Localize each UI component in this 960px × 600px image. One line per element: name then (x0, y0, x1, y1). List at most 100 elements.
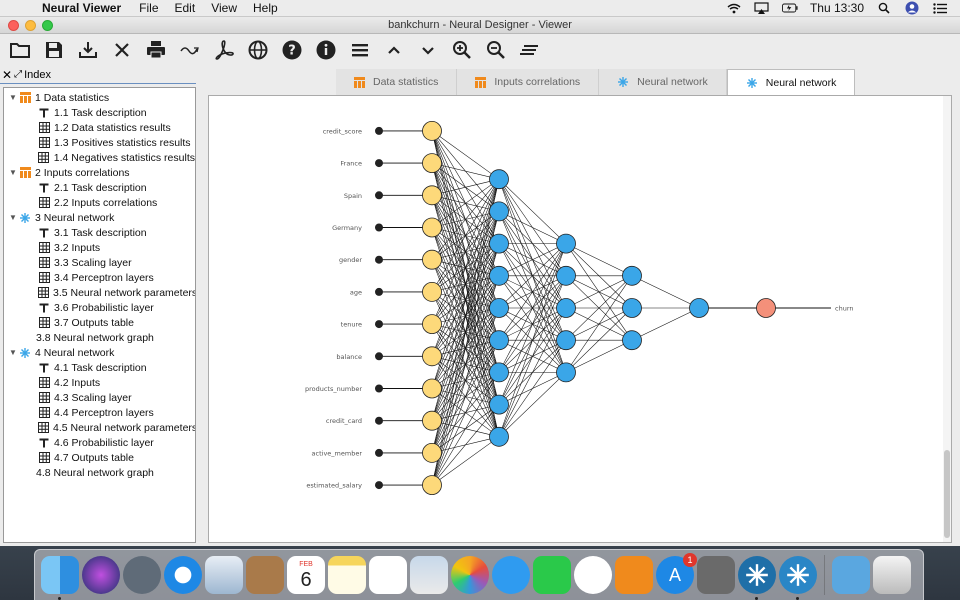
expand-button[interactable] (414, 36, 442, 64)
books-icon[interactable] (615, 556, 653, 594)
perceptron-neuron[interactable] (622, 298, 642, 318)
print-button[interactable] (142, 36, 170, 64)
messages-icon[interactable] (492, 556, 530, 594)
tree-item[interactable]: 3.5 Neural network parameters (4, 285, 195, 300)
scaling-neuron[interactable] (422, 378, 442, 399)
siri-icon[interactable] (82, 556, 120, 594)
perceptron-neuron[interactable] (556, 362, 576, 383)
perceptron-neuron[interactable] (556, 233, 576, 254)
perceptron-neuron[interactable] (622, 265, 642, 286)
neural-viewer-icon[interactable] (779, 556, 817, 600)
tree-item[interactable]: 4.3 Scaling layer (4, 390, 195, 405)
airplay-icon[interactable] (754, 1, 770, 15)
battery-icon[interactable] (781, 1, 798, 15)
scaling-neuron[interactable] (422, 475, 442, 496)
clock[interactable]: Thu 13:30 (809, 1, 864, 15)
info-button[interactable] (312, 36, 340, 64)
perceptron-neuron[interactable] (489, 233, 509, 254)
scaling-neuron[interactable] (422, 314, 442, 335)
probabilistic-neuron[interactable] (756, 298, 776, 318)
minimize-window-button[interactable] (25, 20, 36, 31)
tree-item[interactable]: 3.3 Scaling layer (4, 255, 195, 270)
scaling-neuron[interactable] (422, 153, 442, 173)
trash-icon[interactable] (873, 556, 911, 594)
tree-item[interactable]: 4.5 Neural network parameters (4, 420, 195, 435)
disclosure-arrow-icon[interactable]: ▼ (9, 93, 17, 102)
help-button[interactable]: ? (278, 36, 306, 64)
function-button[interactable] (176, 36, 204, 64)
close-window-button[interactable] (8, 20, 19, 31)
tree-item[interactable]: 3.2 Inputs (4, 240, 195, 255)
mail-icon[interactable] (205, 556, 243, 594)
save-button[interactable] (40, 36, 68, 64)
scaling-neuron[interactable] (422, 442, 442, 463)
tree-item[interactable]: 3.6 Probabilistic layer (4, 300, 195, 315)
tab-0[interactable]: Data statistics (336, 69, 458, 95)
tree-item[interactable]: 3.8 Neural network graph (4, 330, 195, 345)
tree-item[interactable]: 4.7 Outputs table (4, 450, 195, 465)
downloads-icon[interactable] (832, 556, 870, 594)
tree-item[interactable]: 1.1 Task description (4, 105, 195, 120)
disclosure-arrow-icon[interactable]: ▼ (9, 213, 17, 222)
contacts-icon[interactable] (246, 556, 284, 594)
perceptron-neuron[interactable] (489, 298, 509, 318)
pdf-button[interactable] (210, 36, 238, 64)
tab-3[interactable]: Neural network (726, 69, 856, 95)
reminders-icon[interactable] (369, 556, 407, 594)
scaling-neuron[interactable] (422, 249, 442, 270)
zoom-in-button[interactable] (448, 36, 476, 64)
scaling-neuron[interactable] (422, 410, 442, 431)
tree-item[interactable]: 1.3 Positives statistics results (4, 135, 195, 150)
tree-item[interactable]: 2.2 Inputs correlations (4, 195, 195, 210)
wifi-icon[interactable] (726, 1, 742, 15)
scaling-neuron[interactable] (422, 121, 442, 141)
perceptron-neuron[interactable] (489, 362, 509, 383)
tree-section[interactable]: ▼2 Inputs correlations (4, 165, 195, 180)
tree-item[interactable]: 4.6 Probabilistic layer (4, 435, 195, 450)
perceptron-neuron[interactable] (556, 298, 576, 318)
scaling-neuron[interactable] (422, 346, 442, 367)
safari-icon[interactable] (164, 556, 202, 594)
scaling-neuron[interactable] (422, 185, 442, 206)
scaling-neuron[interactable] (422, 281, 442, 302)
finder-icon[interactable] (41, 556, 79, 600)
notification-center-icon[interactable] (932, 1, 948, 15)
photos-icon[interactable] (451, 556, 489, 594)
tree-item[interactable]: 3.1 Task description (4, 225, 195, 240)
perceptron-neuron[interactable] (489, 330, 509, 351)
tree-item[interactable]: 3.7 Outputs table (4, 315, 195, 330)
menu-edit[interactable]: Edit (174, 1, 196, 15)
menu-help[interactable]: Help (252, 1, 278, 15)
notes-icon[interactable] (328, 556, 366, 594)
scrollbar-thumb[interactable] (944, 450, 950, 538)
spotlight-icon[interactable] (876, 1, 892, 15)
web-button[interactable] (244, 36, 272, 64)
menu-button[interactable] (346, 36, 374, 64)
undock-index-icon[interactable]: ⤢ (14, 69, 23, 80)
perceptron-neuron[interactable] (489, 169, 509, 190)
menu-view[interactable]: View (211, 1, 237, 15)
disclosure-arrow-icon[interactable]: ▼ (9, 168, 17, 177)
tree-item[interactable]: 3.4 Perceptron layers (4, 270, 195, 285)
perceptron-neuron[interactable] (689, 298, 709, 318)
app-menu[interactable]: Neural Viewer (42, 1, 122, 15)
close-index-icon[interactable]: ✕ (2, 67, 13, 82)
close-button[interactable] (108, 36, 136, 64)
perceptron-neuron[interactable] (489, 426, 509, 447)
tab-1[interactable]: Inputs correlations (457, 69, 600, 95)
tree-item[interactable]: 4.2 Inputs (4, 375, 195, 390)
tree-item[interactable]: 1.2 Data statistics results (4, 120, 195, 135)
tree-item[interactable]: 4.8 Neural network graph (4, 465, 195, 480)
facetime-icon[interactable] (533, 556, 571, 594)
vertical-scrollbar[interactable] (943, 96, 951, 542)
tab-2[interactable]: Neural network (599, 69, 727, 95)
perceptron-neuron[interactable] (622, 330, 642, 351)
disclosure-arrow-icon[interactable]: ▼ (9, 348, 17, 357)
scaling-neuron[interactable] (422, 217, 442, 238)
preview-icon[interactable] (410, 556, 448, 594)
neural-designer-icon[interactable] (738, 556, 776, 600)
music-icon[interactable] (574, 556, 612, 594)
menu-file[interactable]: File (139, 1, 159, 15)
tree-item[interactable]: 2.1 Task description (4, 180, 195, 195)
